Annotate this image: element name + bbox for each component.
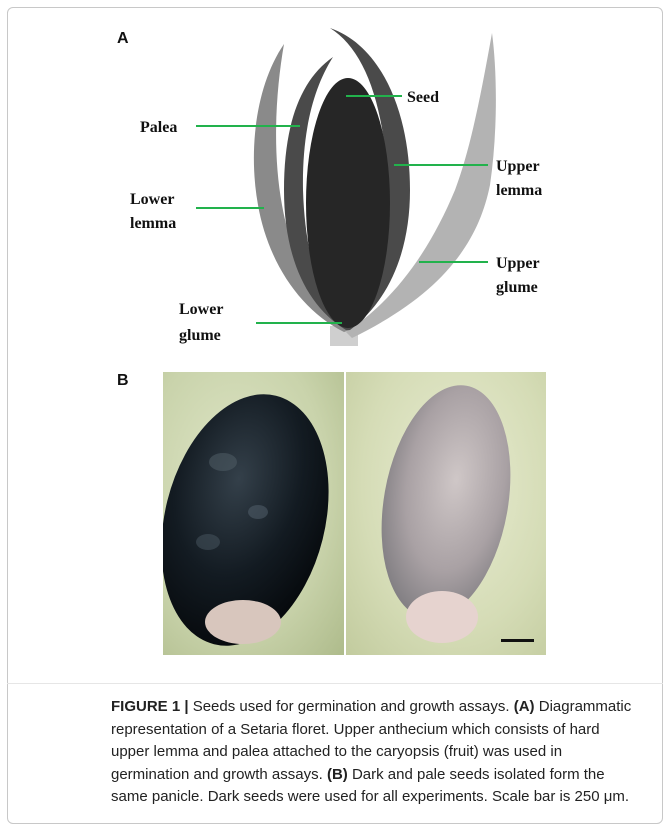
label-lower-glume-line2: glume bbox=[179, 327, 221, 344]
pale-seed-base bbox=[406, 591, 478, 643]
caption-line-1: FIGURE 1 | Seeds used for germination an… bbox=[111, 696, 671, 719]
label-lower-glume-line1: Lower bbox=[179, 301, 223, 318]
label-upper-glume-line1: Upper bbox=[496, 255, 540, 272]
figure-caption: FIGURE 1 | Seeds used for germination an… bbox=[111, 696, 671, 809]
caption-line-2: representation of a Setaria floret. Uppe… bbox=[111, 719, 671, 742]
pale-seed bbox=[364, 375, 527, 629]
seed-photos bbox=[163, 372, 546, 655]
caption-line-5: same panicle. Dark seeds were used for a… bbox=[111, 786, 671, 809]
pale-seed-photo bbox=[346, 372, 546, 655]
panel-a-marker: (A) bbox=[514, 698, 535, 715]
caption-line-4: germination and growth assays. (B) Dark … bbox=[111, 764, 671, 787]
seed-shape bbox=[306, 78, 390, 328]
figure-label: FIGURE 1 | bbox=[111, 698, 189, 715]
scale-bar bbox=[501, 639, 534, 642]
label-seed: Seed bbox=[407, 89, 439, 106]
dark-seed-photo bbox=[163, 372, 344, 655]
label-upper-lemma-line1: Upper bbox=[496, 158, 540, 175]
panel-b-marker: (B) bbox=[327, 766, 348, 783]
label-palea: Palea bbox=[140, 119, 177, 136]
caption-line-3: upper lemma and palea attached to the ca… bbox=[111, 741, 671, 764]
dark-seed-base bbox=[205, 600, 281, 644]
panel-b-letter: B bbox=[117, 372, 129, 390]
label-upper-glume-line2: glume bbox=[496, 279, 538, 296]
caption-divider bbox=[7, 683, 663, 684]
label-lower-lemma-line1: Lower bbox=[130, 191, 174, 208]
label-lower-lemma-line2: lemma bbox=[130, 215, 176, 232]
label-upper-lemma-line2: lemma bbox=[496, 182, 542, 199]
floret-diagram: Seed Palea Upper lemma Lower lemma Upper… bbox=[0, 0, 671, 370]
